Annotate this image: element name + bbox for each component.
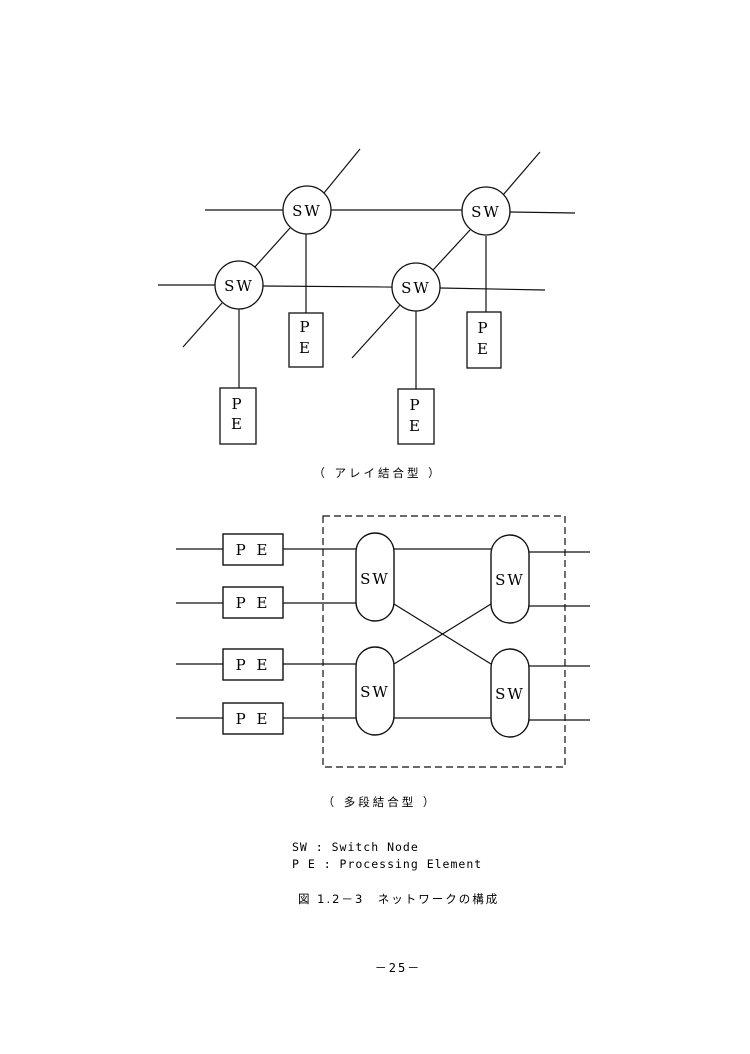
sw-label: SW bbox=[471, 203, 501, 221]
sw-label: SW bbox=[360, 570, 390, 588]
pe-letter: E bbox=[477, 340, 491, 358]
multistage-pe-box: P E bbox=[222, 533, 284, 566]
pe-label: P E bbox=[236, 594, 271, 612]
array-caption: （ アレイ結合型 ） bbox=[313, 466, 442, 480]
pe-letter: P bbox=[231, 395, 244, 413]
array-switch-node: SW bbox=[461, 186, 511, 236]
sw-label: SW bbox=[224, 277, 254, 295]
multistage-caption: （ 多段結合型 ） bbox=[323, 795, 438, 809]
multistage-switch-node: SW bbox=[355, 532, 395, 622]
multistage-dashed-boundary bbox=[322, 515, 566, 768]
pe-letter: E bbox=[409, 417, 423, 435]
multistage-pe-box: P E bbox=[222, 586, 284, 619]
pe-letter: P bbox=[477, 319, 490, 337]
sw-label: SW bbox=[495, 571, 525, 589]
multistage-switch-node: SW bbox=[490, 534, 530, 624]
pe-letter: E bbox=[231, 415, 245, 433]
sw-label: SW bbox=[401, 279, 431, 297]
sw-label: SW bbox=[292, 202, 322, 220]
pe-label: P E bbox=[236, 710, 271, 728]
pe-letter: P bbox=[299, 318, 312, 336]
multistage-network-lines bbox=[176, 548, 590, 721]
legend-sw: SW : Switch Node bbox=[292, 840, 419, 854]
array-switch-node: SW bbox=[391, 262, 441, 312]
array-pe-box: P E bbox=[397, 388, 435, 445]
pe-label: P E bbox=[236, 656, 271, 674]
array-pe-box: P E bbox=[288, 312, 324, 368]
array-network-lines bbox=[158, 148, 576, 389]
array-pe-box: P E bbox=[466, 311, 502, 369]
pe-letter: E bbox=[299, 339, 313, 357]
sw-label: SW bbox=[495, 685, 525, 703]
page-number: －25－ bbox=[375, 961, 421, 975]
multistage-pe-box: P E bbox=[222, 702, 284, 735]
multistage-switch-node: SW bbox=[490, 648, 530, 738]
array-switch-node: SW bbox=[214, 260, 264, 310]
multistage-switch-node: SW bbox=[355, 646, 395, 736]
figure-caption: 図 1.2－3 ネットワークの構成 bbox=[298, 892, 499, 906]
legend-pe: P E : Processing Element bbox=[292, 857, 482, 871]
pe-letter: P bbox=[409, 396, 422, 414]
sw-label: SW bbox=[360, 683, 390, 701]
array-pe-box: P E bbox=[219, 387, 257, 445]
pe-label: P E bbox=[236, 541, 271, 559]
multistage-pe-box: P E bbox=[222, 648, 284, 681]
array-switch-node: SW bbox=[282, 185, 332, 235]
